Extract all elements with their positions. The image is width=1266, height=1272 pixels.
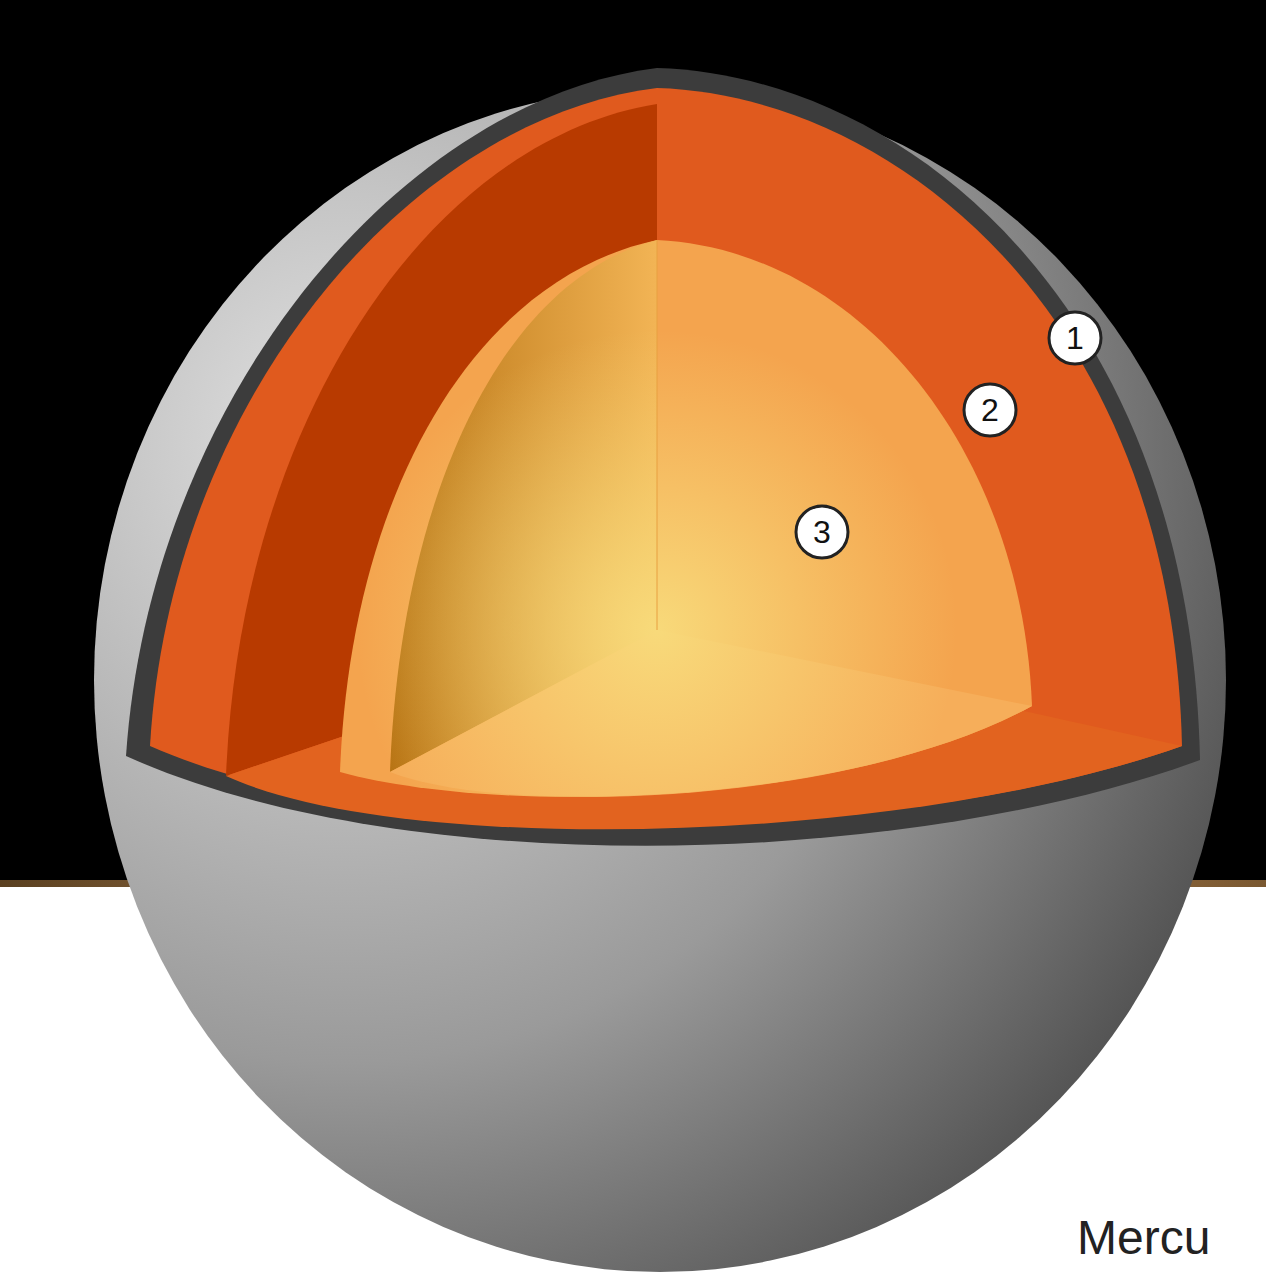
- callout-number: 1: [1048, 311, 1102, 365]
- callout-number: 2: [963, 383, 1017, 437]
- planet-name: Mercu: [1077, 1212, 1210, 1265]
- callout-number: 3: [795, 505, 849, 559]
